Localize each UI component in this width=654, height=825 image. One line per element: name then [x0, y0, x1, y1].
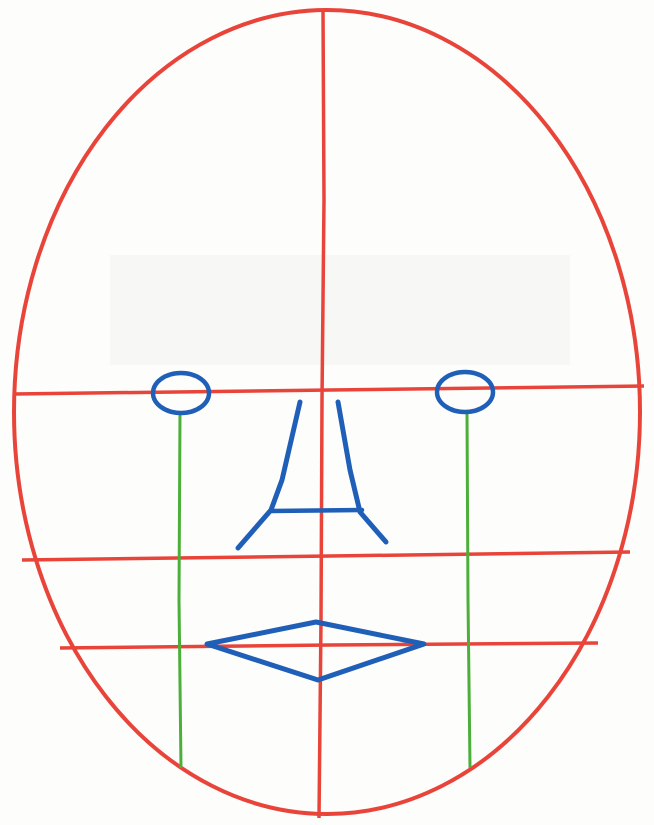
right-eye-drop-line — [467, 412, 470, 768]
nose-base-stroke — [271, 510, 362, 511]
nose-left-stroke — [238, 402, 300, 548]
mouth-line — [60, 643, 598, 648]
paper-texture — [110, 255, 570, 365]
nose-base-line — [22, 552, 630, 560]
nose-right-stroke — [338, 402, 386, 542]
left-eye-drop-line — [179, 412, 181, 768]
vertical-center-line — [319, 10, 324, 818]
head-outline — [14, 10, 640, 814]
nose — [238, 402, 386, 548]
mouth — [207, 622, 424, 680]
eye-line — [14, 386, 644, 394]
right-eye — [437, 372, 493, 412]
